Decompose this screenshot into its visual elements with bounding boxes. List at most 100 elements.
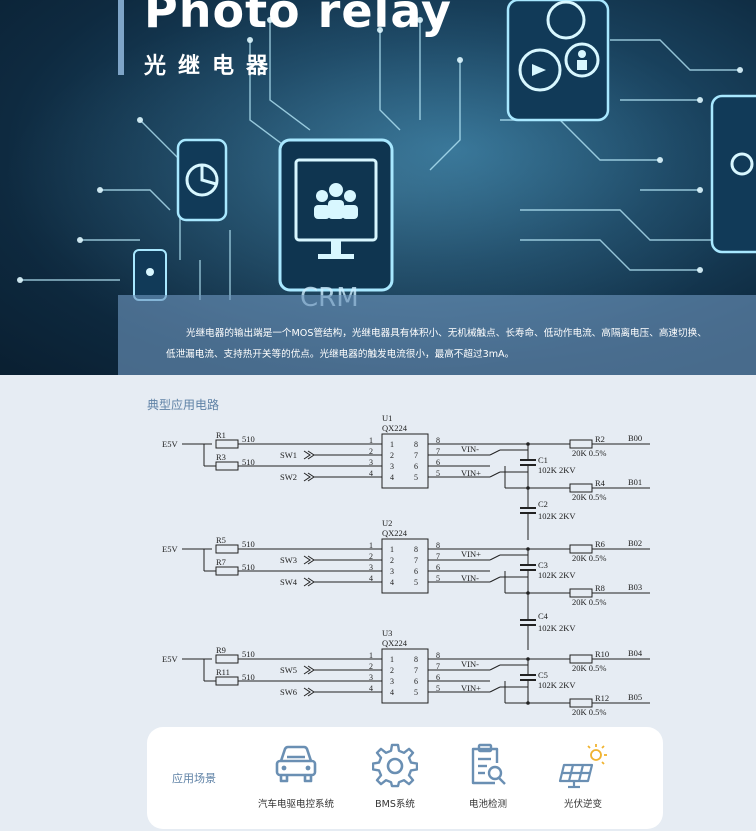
app-label-battery-test: 电池检测 — [468, 799, 507, 810]
capacitor-c2: C2 102K 2KV — [520, 488, 576, 540]
supply-label: E5V — [162, 654, 178, 664]
output-top-bus-label: B00 — [628, 433, 642, 443]
resistor-top-value: 510 — [242, 649, 255, 659]
chip-designator: U3 — [382, 628, 392, 638]
page-title: Photo relay — [144, 0, 452, 38]
resistor-bottom-value: 510 — [242, 562, 255, 572]
circuit-heading: 典型应用电路 — [147, 398, 220, 412]
app-label-pv-inverter: 光伏逆变 — [563, 799, 602, 810]
resistor-top-designator: R5 — [216, 535, 226, 545]
chip-pin-inner-left: 2 — [390, 666, 394, 675]
relay-chip — [381, 433, 429, 489]
output-top-resistor-value: 20K 0.5% — [572, 448, 606, 458]
chip-pin-inner-left: 4 — [390, 473, 394, 482]
resistor-top — [215, 439, 239, 449]
capacitor-value: 102K 2KV — [538, 680, 576, 690]
resistor-top-value: 510 — [242, 539, 255, 549]
chip-pin-left: 2 — [369, 552, 373, 561]
chip-pin-inner-left: 4 — [390, 688, 394, 697]
chip-pin-right: 5 — [436, 574, 440, 583]
resistor-top — [215, 544, 239, 554]
description-panel: 光继电器的输出端是一个MOS管结构，光继电器具有体积小、无机械触点、长寿命、低动… — [118, 295, 756, 375]
chip-pin-left: 3 — [369, 458, 373, 467]
battery-test-icon — [471, 743, 506, 785]
chip-pin-inner-right: 8 — [414, 440, 418, 449]
chip-pin-right: 7 — [436, 552, 440, 561]
app-item-bms: BMS系统 — [345, 743, 445, 810]
resistor-bottom-designator: R11 — [216, 667, 230, 677]
capacitor-c2-designator: C2 — [538, 499, 548, 509]
capacitor-designator: C3 — [538, 560, 548, 570]
chip-pin-inner-right: 6 — [414, 567, 418, 576]
chip-pin-right: 7 — [436, 447, 440, 456]
output-top-resistor-value: 20K 0.5% — [572, 663, 606, 673]
relay-chip — [381, 538, 429, 594]
chip-pin-inner-left: 2 — [390, 556, 394, 565]
application-scenarios-card: 应用场景 汽车电驱电控系统 BMS系统 — [147, 727, 663, 829]
output-bottom-resistor — [569, 588, 593, 598]
chip-pin-left: 1 — [369, 541, 373, 550]
chip-pin-left: 4 — [369, 574, 373, 583]
chip-pin-right: 8 — [436, 651, 440, 660]
chip-pin-inner-left: 3 — [390, 677, 394, 686]
chip-pin-left: 4 — [369, 469, 373, 478]
chip-pin-left: 2 — [369, 662, 373, 671]
resistor-bottom-value: 510 — [242, 457, 255, 467]
output-bottom-bus-label: B03 — [628, 582, 642, 592]
capacitor-value: 102K 2KV — [538, 570, 576, 580]
chip-pin-right: 5 — [436, 684, 440, 693]
capacitor-c2-value: 102K 2KV — [538, 511, 576, 521]
solar-panel-icon — [558, 744, 607, 789]
chip-pin-right: 7 — [436, 662, 440, 671]
output-top-resistor — [569, 439, 593, 449]
output-bottom-resistor-value: 20K 0.5% — [572, 707, 606, 717]
resistor-top-value: 510 — [242, 434, 255, 444]
relay-chip — [381, 648, 429, 704]
small-chip-icon — [133, 249, 167, 301]
page-subtitle: 光继电器 — [144, 54, 281, 79]
capacitor-designator: C5 — [538, 670, 548, 680]
vin-label-b: VIN+ — [461, 683, 481, 693]
vin-label-b: VIN- — [461, 573, 479, 583]
chip-pin-inner-right: 5 — [414, 473, 418, 482]
gear-icon — [372, 743, 418, 788]
chip-pin-left: 4 — [369, 684, 373, 693]
chip-part-number: QX224 — [382, 638, 408, 648]
switch-input-b: SW4 — [280, 577, 298, 587]
chip-pin-inner-right: 5 — [414, 578, 418, 587]
capacitor-c4: C4 102K 2KV — [520, 592, 576, 650]
hero-banner: CRM Photo relay 光继电器 光继 — [0, 0, 756, 375]
chip-pin-inner-right: 8 — [414, 655, 418, 664]
chip-part-number: QX224 — [382, 423, 408, 433]
application-scenarios-title: 应用场景 — [172, 772, 216, 785]
resistor-bottom-designator: R7 — [216, 557, 226, 567]
vin-label-a: VIN- — [461, 659, 479, 669]
output-bottom-resistor-value: 20K 0.5% — [572, 492, 606, 502]
output-top-resistor — [569, 654, 593, 664]
vin-label-b: VIN+ — [461, 468, 481, 478]
switch-input-a: SW1 — [280, 450, 297, 460]
vin-label-a: VIN+ — [461, 549, 481, 559]
chip-pin-left: 3 — [369, 563, 373, 572]
app-item-battery-test: 电池检测 — [438, 743, 538, 810]
chip-designator: U1 — [382, 413, 392, 423]
chip-pin-inner-left: 1 — [390, 545, 394, 554]
chip-pin-inner-right: 7 — [414, 666, 418, 675]
chip-designator: U2 — [382, 518, 392, 528]
chip-pin-inner-left: 2 — [390, 451, 394, 460]
description-text: 光继电器的输出端是一个MOS管结构，光继电器具有体积小、无机械触点、长寿命、低动… — [166, 327, 707, 360]
switch-input-a: SW5 — [280, 665, 297, 675]
chip-pin-left: 1 — [369, 436, 373, 445]
resistor-top — [215, 654, 239, 664]
capacitor-c4-designator: C4 — [538, 611, 549, 621]
chip-pin-right: 8 — [436, 541, 440, 550]
output-top-bus-label: B04 — [628, 648, 643, 658]
car-icon — [275, 745, 317, 783]
chip-pin-inner-right: 5 — [414, 688, 418, 697]
output-bottom-resistor-designator: R4 — [595, 478, 606, 488]
supply-label: E5V — [162, 439, 178, 449]
